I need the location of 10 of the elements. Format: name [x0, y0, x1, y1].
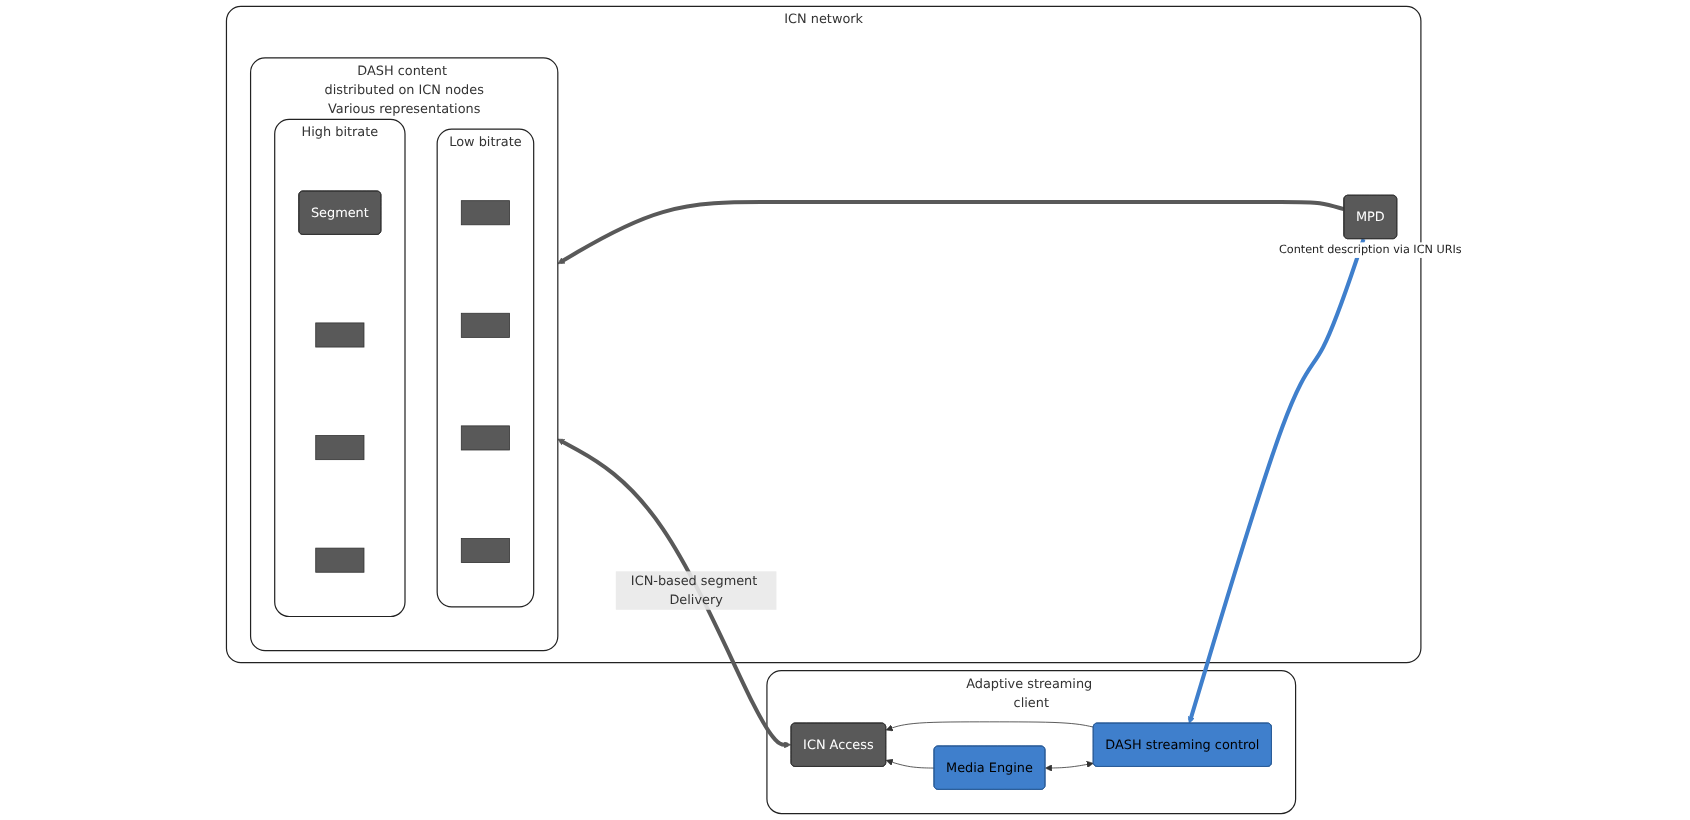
node-box [315, 547, 365, 573]
arrow [557, 200, 1345, 265]
arrow [1187, 238, 1366, 724]
node-box [460, 312, 510, 338]
node-box [315, 435, 365, 461]
node-box [460, 425, 510, 451]
node-box [315, 322, 365, 348]
node-box [460, 538, 510, 563]
arrow [557, 438, 791, 749]
node-box [460, 200, 510, 226]
